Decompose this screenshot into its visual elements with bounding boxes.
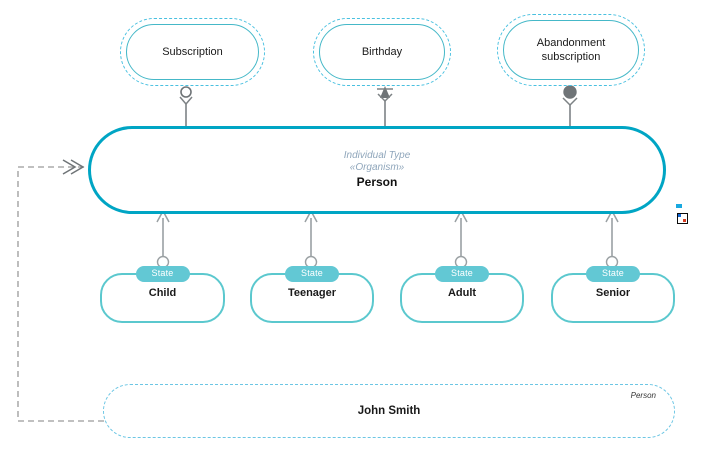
state-badge-senior: State [585,266,641,282]
state-name-adult: Adult [447,287,477,299]
event-subscription[interactable]: Subscription [126,24,259,80]
event-abandonment-subscription[interactable]: Abandonment subscription [503,20,639,80]
event-subscription-outer-dashed [120,18,265,86]
event-subscription-label: Subscription [162,46,223,58]
connector-child-to-person [156,210,170,269]
connector-person-to-subscription [179,86,193,126]
state-name-senior: Senior [595,287,631,299]
event-birthday[interactable]: Birthday [319,24,445,80]
marker-blue-dot [678,214,681,217]
event-abandonment-subscription-label: Abandonment subscription [537,36,606,64]
individual-name: John Smith [357,405,421,417]
event-abandonment-subscription-line2: subscription [541,51,601,63]
connector-person-to-abandonment-subscription [562,85,578,126]
state-node-child[interactable]: State Child [100,266,225,323]
connector-adult-to-person [454,210,468,269]
state-badge-teenager: State [284,266,340,282]
individual-type-label: Person [630,391,656,400]
marker-tip-icon [676,204,682,208]
type-node-name: Person [356,175,398,189]
individual-node-john-smith[interactable]: Person John Smith [103,384,675,438]
marker-red-dot [683,219,686,222]
connector-john-smith-to-person [17,159,104,422]
state-name-child: Child [148,287,177,299]
type-node-stereotype: «Organism» [349,162,405,173]
state-node-teenager[interactable]: State Teenager [250,266,374,323]
connector-person-to-birthday [377,86,393,126]
type-node-person[interactable]: Individual Type «Organism» Person [88,126,666,214]
state-badge-adult: State [434,266,490,282]
event-birthday-label: Birthday [361,46,403,58]
event-abandonment-subscription-line1: Abandonment [536,37,606,49]
state-name-teenager: Teenager [287,287,337,299]
state-node-senior[interactable]: State Senior [551,266,675,323]
connector-teenager-to-person [304,210,318,269]
state-node-adult[interactable]: State Adult [400,266,524,323]
type-node-meta-label: Individual Type [343,150,411,161]
selection-marker-icon[interactable] [677,213,688,224]
event-abandonment-subscription-outer-dashed [497,14,645,86]
state-badge-child: State [135,266,190,282]
event-birthday-outer-dashed [313,18,451,86]
connector-senior-to-person [605,210,619,269]
